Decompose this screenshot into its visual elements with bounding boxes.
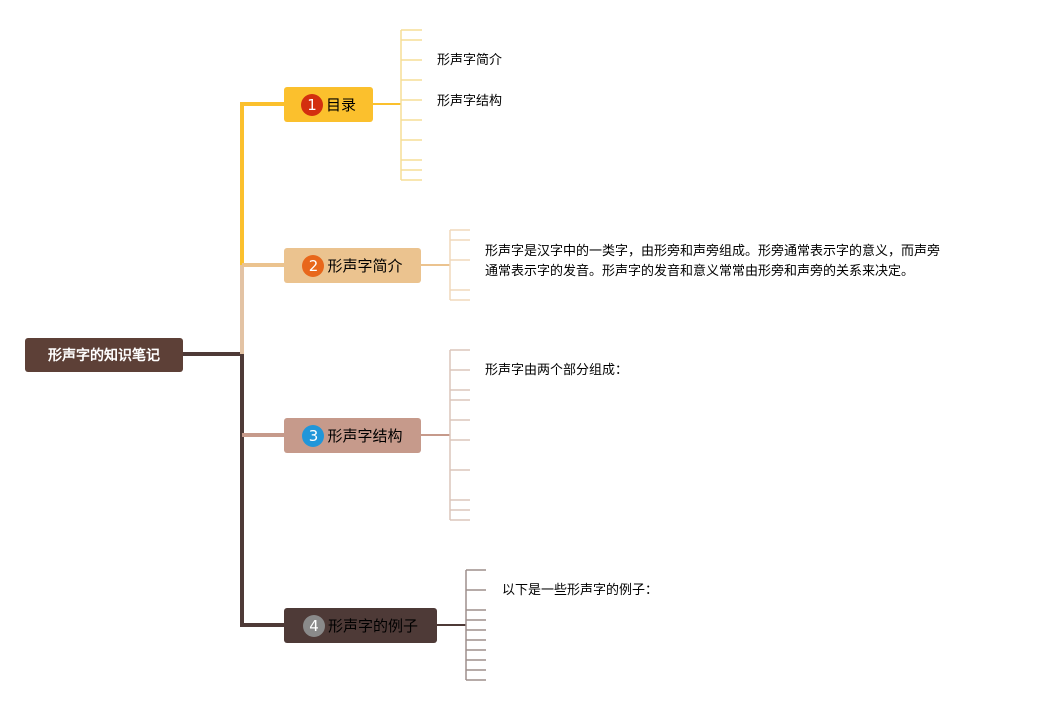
leaf-text: 形声字结构 — [437, 94, 503, 109]
branch-line-1 — [240, 102, 284, 265]
trunk-dark — [183, 352, 284, 627]
leaf-text: 形声字简介 — [437, 53, 503, 68]
branch-node-introduction[interactable]: 2 形声字简介 — [284, 248, 421, 283]
leaf-text: 通常表示字的发音。形声字的发音和意义常常由形旁和声旁的关系来决定。 — [485, 264, 915, 279]
number-badge-icon: 1 — [300, 93, 323, 116]
leaf-text: 以下是一些形声字的例子： — [502, 583, 659, 598]
leaf-bracket-1 — [372, 29, 422, 181]
leaf-text: 形声字由两个部分组成： — [485, 363, 629, 378]
root-node[interactable]: 形声字的知识笔记 — [25, 338, 183, 372]
leaf-bracket-3 — [420, 349, 470, 521]
branch-node-examples[interactable]: 4 形声字的例子 — [284, 608, 437, 643]
number-badge-icon: 2 — [302, 254, 325, 277]
number-badge-icon: 3 — [302, 424, 325, 447]
branch-node-structure[interactable]: 3 形声字结构 — [284, 418, 421, 453]
branch-label: 目录 — [325, 96, 356, 114]
branch-label: 形声字的例子 — [327, 617, 418, 635]
leaf-bracket-4 — [436, 569, 486, 681]
root-label: 形声字的知识笔记 — [48, 348, 160, 364]
leaf-bracket-2 — [420, 229, 470, 301]
leaf-text: 形声字是汉字中的一类字，由形旁和声旁组成。形旁通常表示字的意义，而声旁 — [485, 244, 941, 259]
branch-label: 形声字结构 — [327, 427, 403, 445]
branch-label: 形声字简介 — [327, 257, 403, 275]
number-badge-icon: 4 — [302, 614, 325, 637]
branch-node-contents[interactable]: 1 目录 — [284, 87, 373, 122]
